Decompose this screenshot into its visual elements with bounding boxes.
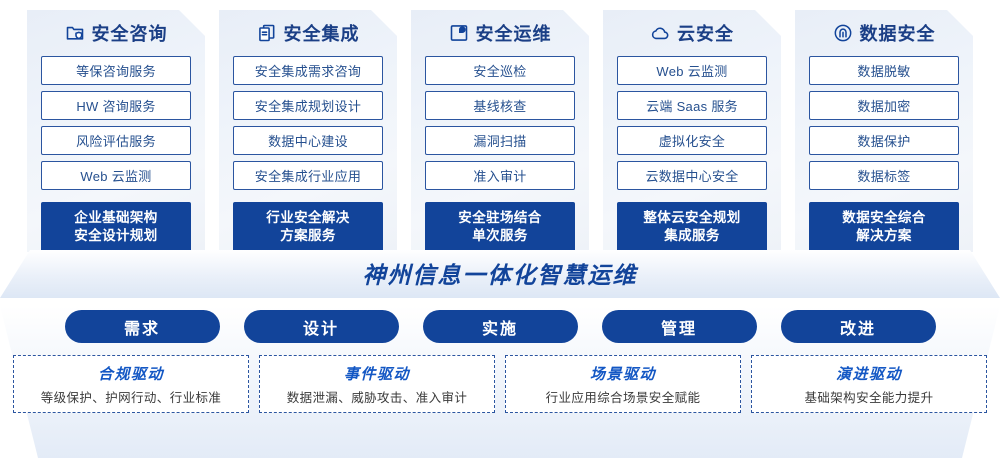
phase-pill-implementation[interactable]: 实施 (422, 310, 578, 343)
driver-title: 合规驱动 (97, 365, 164, 383)
service-item[interactable]: 安全集成规划设计 (233, 91, 383, 120)
driver-description: 基础架构安全能力提升 (804, 390, 934, 405)
solution-line-2: 解决方案 (856, 228, 912, 243)
stacked-documents-icon (257, 23, 277, 43)
service-item[interactable]: 数据脱敏 (809, 56, 959, 85)
solution-line-2: 安全设计规划 (74, 228, 158, 243)
solution-highlight[interactable]: 安全驻场结合 单次服务 (425, 202, 575, 252)
driver-title: 事件驱动 (343, 365, 410, 383)
service-item[interactable]: Web 云监测 (617, 56, 767, 85)
solution-line-1: 整体云安全规划 (643, 209, 741, 225)
service-item[interactable]: 安全集成需求咨询 (233, 56, 383, 85)
card-security-consulting[interactable]: 安全咨询 等保咨询服务 HW 咨询服务 风险评估服务 Web 云监测 企业基础架… (27, 10, 205, 252)
card-title: 云安全 (677, 24, 734, 44)
driver-evolution[interactable]: 演进驱动 基础架构安全能力提升 (751, 355, 987, 413)
cloud-icon (650, 23, 670, 43)
banner-title: 神州信息一体化智慧运维 (362, 262, 638, 288)
service-item[interactable]: 漏洞扫描 (425, 126, 575, 155)
capability-cards: 安全咨询 等保咨询服务 HW 咨询服务 风险评估服务 Web 云监测 企业基础架… (0, 10, 1000, 260)
card-cloud-security[interactable]: 云安全 Web 云监测 云端 Saas 服务 虚拟化安全 云数据中心安全 整体云… (603, 10, 781, 252)
driver-description: 行业应用综合场景安全赋能 (545, 390, 701, 405)
solution-line-2: 单次服务 (472, 228, 528, 243)
driver-incident[interactable]: 事件驱动 数据泄漏、威胁攻击、准入审计 (259, 355, 495, 413)
card-header: 安全运维 (411, 10, 589, 56)
card-body: 数据脱敏 数据加密 数据保护 数据标签 数据安全综合 解决方案 (795, 56, 973, 252)
phase-pills: 需求 设计 实施 管理 改进 (0, 310, 1000, 344)
solution-highlight[interactable]: 数据安全综合 解决方案 (809, 202, 959, 252)
solution-highlight[interactable]: 整体云安全规划 集成服务 (617, 202, 767, 252)
folder-shield-icon (65, 23, 85, 43)
card-title: 数据安全 (859, 24, 936, 44)
card-data-security[interactable]: 数据安全 数据脱敏 数据加密 数据保护 数据标签 数据安全综合 解决方案 (795, 10, 973, 252)
driver-scenario[interactable]: 场景驱动 行业应用综合场景安全赋能 (505, 355, 741, 413)
solution-line-2: 方案服务 (280, 228, 336, 243)
driver-compliance[interactable]: 合规驱动 等级保护、护网行动、行业标准 (13, 355, 249, 413)
service-item[interactable]: 风险评估服务 (41, 126, 191, 155)
platform-banner: 神州信息一体化智慧运维 (0, 250, 1000, 300)
phase-pill-improvement[interactable]: 改进 (780, 310, 936, 343)
service-item[interactable]: 准入审计 (425, 161, 575, 190)
driver-title: 场景驱动 (589, 365, 656, 383)
driver-boxes: 合规驱动 等级保护、护网行动、行业标准 事件驱动 数据泄漏、威胁攻击、准入审计 … (0, 355, 1000, 417)
service-item[interactable]: 虚拟化安全 (617, 126, 767, 155)
solution-line-1: 数据安全综合 (842, 209, 926, 225)
service-item[interactable]: 数据中心建设 (233, 126, 383, 155)
driver-description: 等级保护、护网行动、行业标准 (40, 390, 222, 405)
service-item[interactable]: HW 咨询服务 (41, 91, 191, 120)
card-header: 数据安全 (795, 10, 973, 56)
card-body: 安全集成需求咨询 安全集成规划设计 数据中心建设 安全集成行业应用 行业安全解决… (219, 56, 397, 252)
card-header: 云安全 (603, 10, 781, 56)
card-header: 安全集成 (219, 10, 397, 56)
service-item[interactable]: 云端 Saas 服务 (617, 91, 767, 120)
card-title: 安全运维 (475, 24, 552, 44)
driver-description: 数据泄漏、威胁攻击、准入审计 (286, 390, 468, 405)
service-item[interactable]: 等保咨询服务 (41, 56, 191, 85)
service-item[interactable]: 数据加密 (809, 91, 959, 120)
monitor-pie-icon (449, 23, 469, 43)
driver-title: 演进驱动 (835, 365, 902, 383)
card-title: 安全集成 (283, 24, 360, 44)
service-item[interactable]: 云数据中心安全 (617, 161, 767, 190)
solution-line-1: 企业基础架构 (74, 209, 158, 225)
card-body: Web 云监测 云端 Saas 服务 虚拟化安全 云数据中心安全 整体云安全规划… (603, 56, 781, 252)
service-item[interactable]: 安全集成行业应用 (233, 161, 383, 190)
solution-highlight[interactable]: 行业安全解决 方案服务 (233, 202, 383, 252)
service-item[interactable]: 基线核查 (425, 91, 575, 120)
phase-pill-requirement[interactable]: 需求 (64, 310, 220, 343)
card-body: 等保咨询服务 HW 咨询服务 风险评估服务 Web 云监测 企业基础架构 安全设… (27, 56, 205, 252)
solution-line-1: 行业安全解决 (266, 209, 350, 225)
banner-shape (0, 250, 1000, 298)
phase-pill-design[interactable]: 设计 (243, 310, 399, 343)
card-security-operations[interactable]: 安全运维 安全巡检 基线核查 漏洞扫描 准入审计 安全驻场结合 单次服务 (411, 10, 589, 252)
solution-line-1: 安全驻场结合 (458, 209, 542, 225)
card-security-integration[interactable]: 安全集成 安全集成需求咨询 安全集成规划设计 数据中心建设 安全集成行业应用 行… (219, 10, 397, 252)
card-header: 安全咨询 (27, 10, 205, 56)
service-item[interactable]: 数据保护 (809, 126, 959, 155)
service-item[interactable]: 数据标签 (809, 161, 959, 190)
card-title: 安全咨询 (91, 24, 168, 44)
solution-highlight[interactable]: 企业基础架构 安全设计规划 (41, 202, 191, 252)
phase-pill-management[interactable]: 管理 (601, 310, 757, 343)
card-body: 安全巡检 基线核查 漏洞扫描 准入审计 安全驻场结合 单次服务 (411, 56, 589, 252)
service-item[interactable]: 安全巡检 (425, 56, 575, 85)
fingerprint-icon (833, 23, 853, 43)
solution-line-2: 集成服务 (664, 228, 720, 243)
service-item[interactable]: Web 云监测 (41, 161, 191, 190)
